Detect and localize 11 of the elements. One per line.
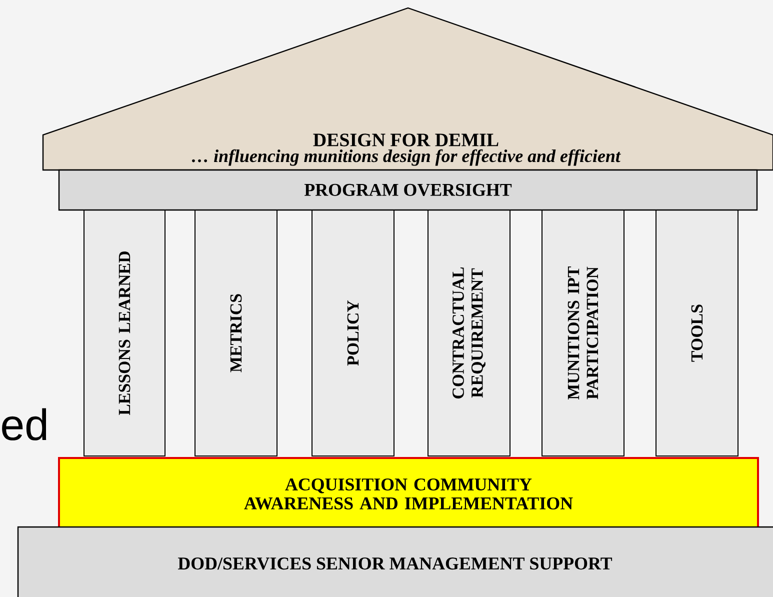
slide-text: ed — [2, 408, 46, 440]
pillar: LESSONS LEARNED — [84, 209, 166, 456]
base-step: DOD/SERVICES SENIOR MANAGEMENT SUPPORT — [17, 526, 773, 597]
pillar: METRICS — [194, 209, 278, 456]
foundation-band: ACQUISITION COMMUNITY AWARENESS AND IMPLEMENTATION — [58, 456, 759, 531]
roof-pediment: DESIGN FOR DEMIL … influencing munitions design for effective and efficient — [42, 7, 773, 171]
pillar: TOOLS — [656, 209, 738, 456]
pillar: MUNITIONS IPT PARTICIPATION — [542, 209, 624, 456]
pillar: POLICY — [312, 209, 394, 456]
pillar: CONTRACTUAL REQUIREMENT — [428, 209, 510, 456]
architrave-beam: PROGRAM OVERSIGHT — [58, 169, 758, 211]
